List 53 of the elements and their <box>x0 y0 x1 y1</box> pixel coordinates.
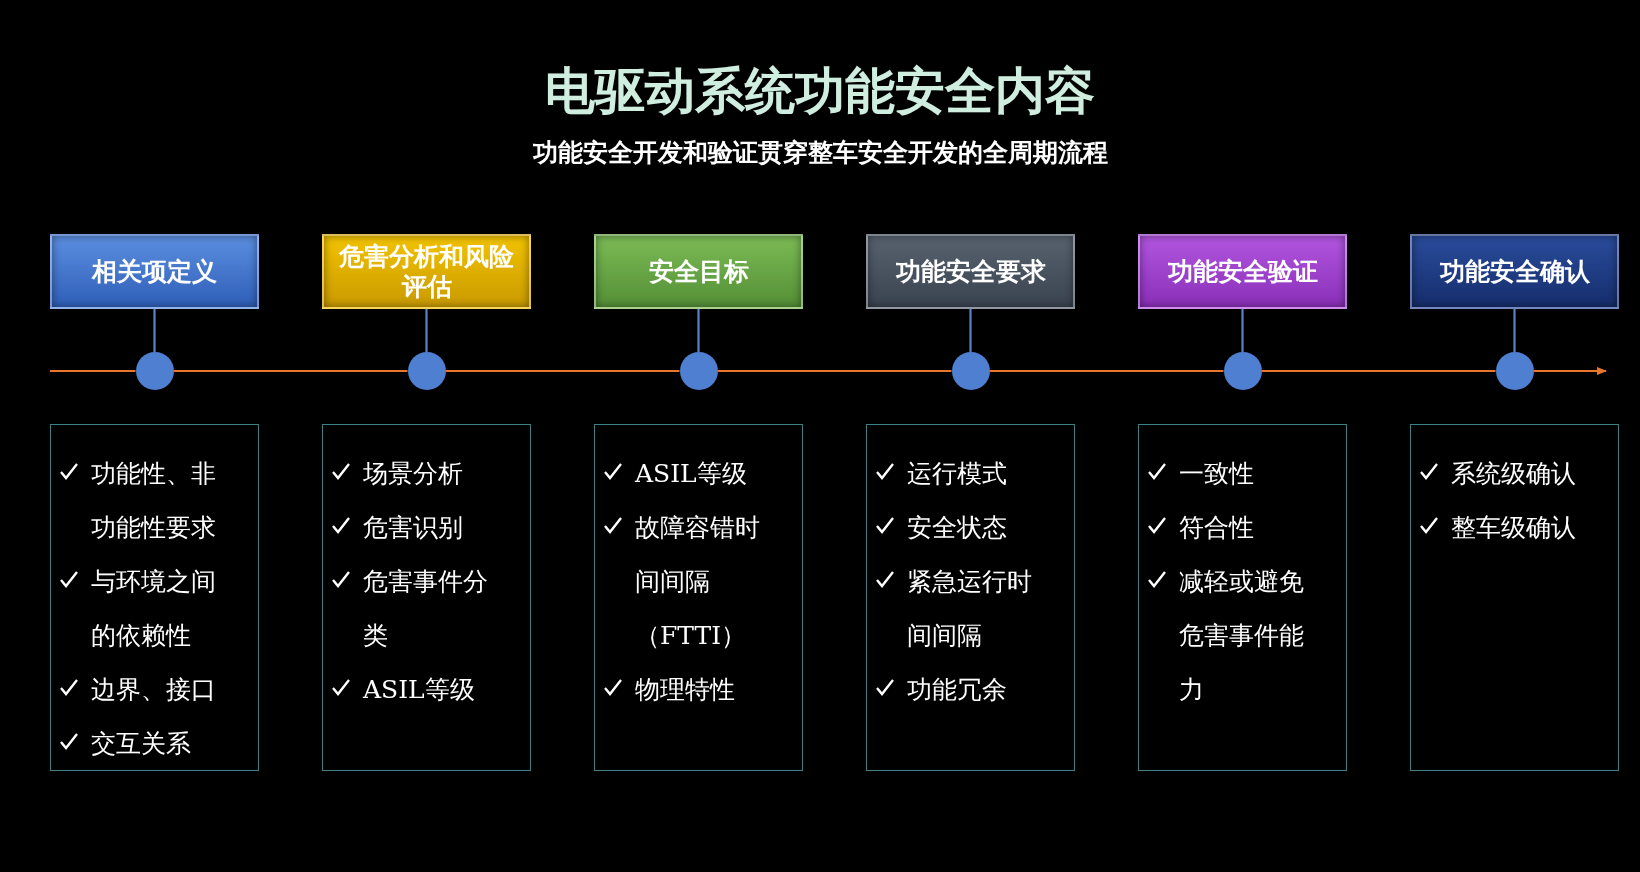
checklist-item-text: 物理特性 <box>635 674 736 706</box>
checklist-box <box>866 424 1075 771</box>
checklist-box <box>594 424 803 771</box>
checklist-item-text: 一致性 <box>1179 458 1255 490</box>
timeline-dot <box>951 352 990 390</box>
checklist-item-text: 危害事件分类 <box>363 566 489 652</box>
checklist-item-text: 减轻或避免危害事件能力 <box>1179 566 1305 706</box>
subtitle: 功能安全开发和验证贯穿整车安全开发的全周期流程 <box>532 138 1108 167</box>
checklist-item-text: 交互关系 <box>91 728 192 760</box>
connector-line <box>697 309 700 352</box>
checklist-item-text: 安全状态 <box>907 512 1008 544</box>
checklist-item-text: 整车级确认 <box>1451 512 1577 544</box>
timeline-line <box>173 369 408 373</box>
phase-header-box: 功能安全要求 <box>866 234 1075 309</box>
checklist-item-text: 运行模式 <box>907 458 1008 490</box>
connector-line <box>1513 309 1516 352</box>
checklist-item-text: 功能性、非功能性要求 <box>91 458 217 544</box>
timeline-dot <box>1495 352 1534 390</box>
timeline-line <box>989 369 1224 373</box>
phase-header-box: 功能安全确认 <box>1410 234 1619 309</box>
checklist-item-text: 场景分析 <box>363 458 464 490</box>
timeline-line <box>717 369 952 373</box>
checklist-item-text: 系统级确认 <box>1451 458 1577 490</box>
checklist-item-text: 边界、接口 <box>91 674 217 706</box>
checklist-box <box>1138 424 1347 771</box>
phase-header-box: 功能安全验证 <box>1138 234 1347 309</box>
timeline-dot <box>135 352 174 390</box>
timeline-line <box>50 369 136 373</box>
checklist-item-text: ASIL等级 <box>635 458 748 490</box>
checklist-item-text: 功能冗余 <box>907 674 1008 706</box>
timeline-line <box>445 369 680 373</box>
phase-header-box: 危害分析和风险评估 <box>322 234 531 309</box>
connector-line <box>969 309 972 352</box>
timeline-dot <box>407 352 446 390</box>
connector-line <box>153 309 156 352</box>
checklist-item-text: 危害识别 <box>363 512 464 544</box>
checklist-item-text: 符合性 <box>1179 512 1255 544</box>
checklist-box <box>322 424 531 771</box>
phase-header-box: 相关项定义 <box>50 234 259 309</box>
checklist-item-text: 与环境之间的依赖性 <box>91 566 217 652</box>
timeline-arrow <box>1533 367 1607 375</box>
timeline-dot <box>679 352 718 390</box>
checklist-box <box>1410 424 1619 771</box>
phase-header-box: 安全目标 <box>594 234 803 309</box>
timeline-dot <box>1223 352 1262 390</box>
checklist-box <box>50 424 259 771</box>
connector-line <box>1241 309 1244 352</box>
checklist-item-text: 故障容错时间间隔（FTTI） <box>635 512 761 652</box>
title: 电驱动系统功能安全内容 <box>545 62 1095 120</box>
checklist-item-text: 紧急运行时间间隔 <box>907 566 1033 652</box>
connector-line <box>425 309 428 352</box>
timeline-line <box>1261 369 1496 373</box>
checklist-item-text: ASIL等级 <box>363 674 476 706</box>
